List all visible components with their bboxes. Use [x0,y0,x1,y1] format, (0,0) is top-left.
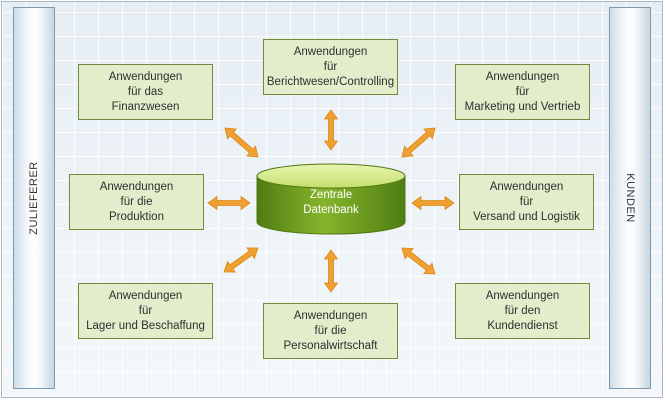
module-personnel: Anwendungen für die Personalwirtschaft [263,303,398,359]
module-finance-line3: Finanzwesen [111,100,180,113]
module-production-line3: Produktion [109,210,164,223]
database-top [256,163,406,189]
module-service-line1: Anwendungen [485,289,560,302]
module-shipping: Anwendungen für Versand und Logistik [459,174,594,230]
module-production: Anwendungen für die Produktion [69,174,204,230]
arrow-service [401,247,436,275]
module-service: Anwendungen für den Kundendienst [455,283,590,339]
module-reporting-line1: Anwendungen [293,45,368,58]
module-service-line2: für den [504,304,541,317]
module-purchasing-line2: für [138,304,153,317]
module-marketing-line1: Anwendungen [485,70,560,83]
customer-bar: KUNDEN [609,7,651,389]
supplier-bar: ZULIEFERER [13,7,55,389]
arrow-personnel [323,249,339,293]
database-body [256,175,406,235]
module-marketing: Anwendungen für Marketing und Vertrieb [455,64,590,120]
arrow-finance [224,127,259,158]
arrow-purchasing [223,247,259,273]
module-reporting: Anwendungen für Berichtwesen/Controlling [263,39,398,95]
database-label: Zentrale Datenbank [256,188,406,218]
module-personnel-line2: für die [314,324,347,337]
arrow-marketing [401,127,436,158]
arrow-reporting [323,109,339,151]
database-cylinder [256,163,406,235]
database-label-line2: Datenbank [303,204,359,216]
arrow-shipping [411,195,455,211]
arrow-production [207,195,251,211]
module-marketing-line2: für [515,85,530,98]
module-shipping-line2: für [519,195,534,208]
module-reporting-line2: für [323,60,338,73]
database-label-line1: Zentrale [309,189,353,201]
module-finance-line1: Anwendungen [108,70,183,83]
module-reporting-line3: Berichtwesen/Controlling [266,75,395,88]
module-finance-line2: für das [127,85,164,98]
module-personnel-line1: Anwendungen [293,309,368,322]
arrow-group [207,109,455,293]
module-shipping-line1: Anwendungen [489,180,564,193]
module-finance: Anwendungen für das Finanzwesen [78,64,213,120]
module-marketing-line3: Marketing und Vertrieb [464,100,581,113]
module-shipping-line3: Versand und Logistik [473,210,580,223]
module-service-line3: Kundendienst [487,319,558,332]
module-production-line2: für die [120,195,153,208]
module-personnel-line3: Personalwirtschaft [283,339,378,352]
module-purchasing: Anwendungen für Lager und Beschaffung [78,283,213,339]
module-production-line1: Anwendungen [99,180,174,193]
module-purchasing-line3: Lager und Beschaffung [86,319,205,332]
module-purchasing-line1: Anwendungen [108,289,183,302]
